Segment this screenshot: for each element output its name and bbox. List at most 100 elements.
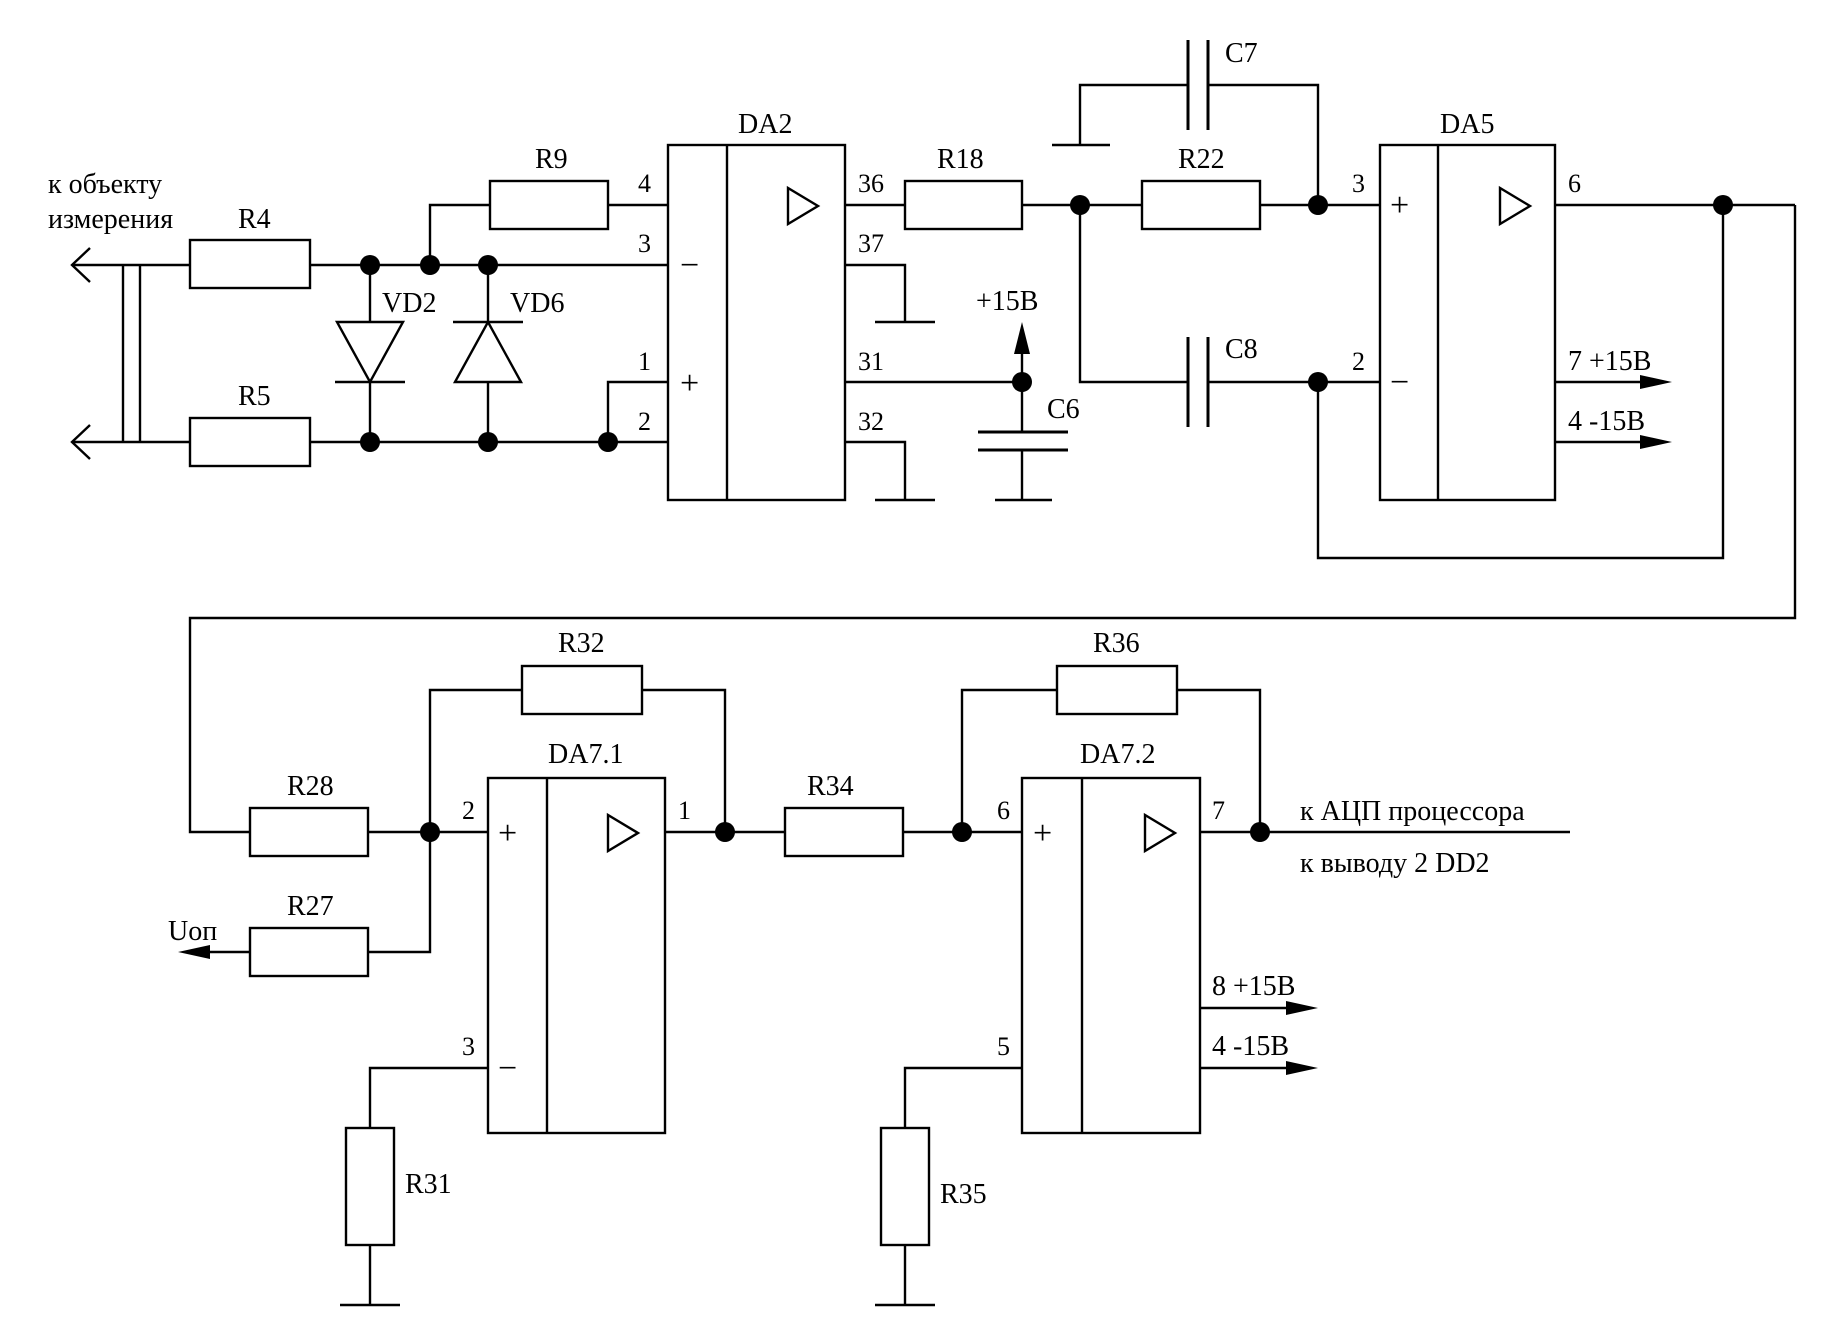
label-r22: R22 bbox=[1178, 144, 1225, 175]
junction bbox=[360, 432, 380, 452]
plus15-label: +15В bbox=[976, 286, 1038, 317]
label-r27: R27 bbox=[287, 891, 334, 922]
junction bbox=[478, 432, 498, 452]
resistor-r27 bbox=[248, 926, 370, 978]
label-r34: R34 bbox=[807, 771, 854, 802]
pin-label: 3 bbox=[1352, 169, 1365, 198]
label-r35: R35 bbox=[940, 1179, 987, 1210]
da5-neg-arrowhead bbox=[1640, 435, 1672, 449]
resistor-r28 bbox=[248, 806, 370, 858]
capacitor-c7 bbox=[1186, 40, 1210, 130]
junction bbox=[420, 255, 440, 275]
resistor-r9 bbox=[488, 179, 610, 231]
label-r36: R36 bbox=[1093, 628, 1140, 659]
wires bbox=[70, 83, 1797, 1307]
pin-label: 7 bbox=[1212, 796, 1225, 825]
diodes bbox=[334, 319, 524, 385]
junction bbox=[598, 432, 618, 452]
plus-sign: + bbox=[680, 365, 699, 402]
input-label-line1: к объекту bbox=[48, 169, 162, 200]
da5-neg-supply-label: 4 -15В bbox=[1568, 406, 1645, 437]
pin-label: 5 bbox=[997, 1032, 1010, 1061]
uop-arrowhead bbox=[178, 945, 210, 959]
junction bbox=[478, 255, 498, 275]
pin-label: 2 bbox=[638, 407, 651, 436]
pin-label: 2 bbox=[462, 796, 475, 825]
minus-sign: − bbox=[680, 247, 699, 284]
resistor-r34 bbox=[783, 806, 905, 858]
uop-label: Uоп bbox=[168, 916, 217, 947]
opamp-da7-2 bbox=[1020, 776, 1202, 1135]
da72-pos-supply-label: 8 +15В bbox=[1212, 971, 1295, 1002]
pin-label: 6 bbox=[997, 796, 1010, 825]
label-da7-2: DA7.2 bbox=[1080, 739, 1155, 770]
plus-sign: + bbox=[1390, 187, 1409, 224]
resistor-r32 bbox=[520, 664, 644, 716]
label-r9: R9 bbox=[535, 144, 568, 175]
junctions bbox=[360, 195, 1733, 842]
minus-sign: − bbox=[1390, 364, 1409, 401]
label-da7-1: DA7.1 bbox=[548, 739, 623, 770]
junction bbox=[1308, 195, 1328, 215]
label-c7: C7 bbox=[1225, 38, 1258, 69]
pin-label: 2 bbox=[1352, 347, 1365, 376]
junction bbox=[952, 822, 972, 842]
label-r5: R5 bbox=[238, 381, 271, 412]
label-da2: DA2 bbox=[738, 109, 792, 140]
label-r4: R4 bbox=[238, 204, 271, 235]
pin-label: 4 bbox=[638, 169, 651, 198]
junction bbox=[1713, 195, 1733, 215]
junction bbox=[420, 822, 440, 842]
output-label-line1: к АЦП процессора bbox=[1300, 796, 1525, 827]
da72-neg-arrowhead bbox=[1286, 1061, 1318, 1075]
pin-label: 3 bbox=[462, 1032, 475, 1061]
junction bbox=[1012, 372, 1032, 392]
junction bbox=[715, 822, 735, 842]
label-r32: R32 bbox=[558, 628, 605, 659]
capacitor-c8 bbox=[1186, 337, 1210, 427]
label-r31: R31 bbox=[405, 1169, 452, 1200]
da5-pos-arrowhead bbox=[1640, 375, 1672, 389]
pin-label: 32 bbox=[858, 407, 884, 436]
junction bbox=[1250, 822, 1270, 842]
opamp-da5 bbox=[1378, 143, 1557, 502]
pin-label: 1 bbox=[638, 347, 651, 376]
resistor-r5 bbox=[188, 416, 312, 468]
input-label-line2: измерения bbox=[48, 204, 173, 235]
opamps bbox=[486, 143, 1557, 1135]
pin-label: 6 bbox=[1568, 169, 1581, 198]
opamp-da7-1 bbox=[486, 776, 667, 1135]
pin-label: 36 bbox=[858, 169, 884, 198]
resistors bbox=[188, 179, 1262, 1247]
diode-vd2 bbox=[334, 320, 406, 385]
diode-vd6 bbox=[452, 319, 524, 384]
label-da5: DA5 bbox=[1440, 109, 1494, 140]
label-r28: R28 bbox=[287, 771, 334, 802]
label-c8: C8 bbox=[1225, 334, 1258, 365]
resistor-r31 bbox=[344, 1126, 396, 1247]
da5-pos-supply-label: 7 +15В bbox=[1568, 346, 1651, 377]
plus-sign: + bbox=[1033, 815, 1052, 852]
capacitors bbox=[978, 40, 1210, 465]
capacitor-c6 bbox=[978, 430, 1068, 465]
junction bbox=[1308, 372, 1328, 392]
pin-label: 1 bbox=[678, 796, 691, 825]
pin-label: 3 bbox=[638, 229, 651, 258]
plus15-arrowhead bbox=[1014, 322, 1030, 354]
resistor-r36 bbox=[1055, 664, 1179, 716]
minus-sign: − bbox=[498, 1050, 517, 1087]
junction bbox=[1070, 195, 1090, 215]
junction bbox=[360, 255, 380, 275]
pin-label: 37 bbox=[858, 229, 884, 258]
resistor-r22 bbox=[1140, 179, 1262, 231]
resistor-r4 bbox=[188, 238, 312, 290]
da72-neg-supply-label: 4 -15В bbox=[1212, 1031, 1289, 1062]
da72-pos-arrowhead bbox=[1286, 1001, 1318, 1015]
resistor-r18 bbox=[903, 179, 1024, 231]
pin-label: 31 bbox=[858, 347, 884, 376]
output-label-line2: к выводу 2 DD2 bbox=[1300, 848, 1490, 879]
label-vd6: VD6 bbox=[510, 288, 564, 319]
plus-sign: + bbox=[498, 815, 517, 852]
label-vd2: VD2 bbox=[382, 288, 436, 319]
